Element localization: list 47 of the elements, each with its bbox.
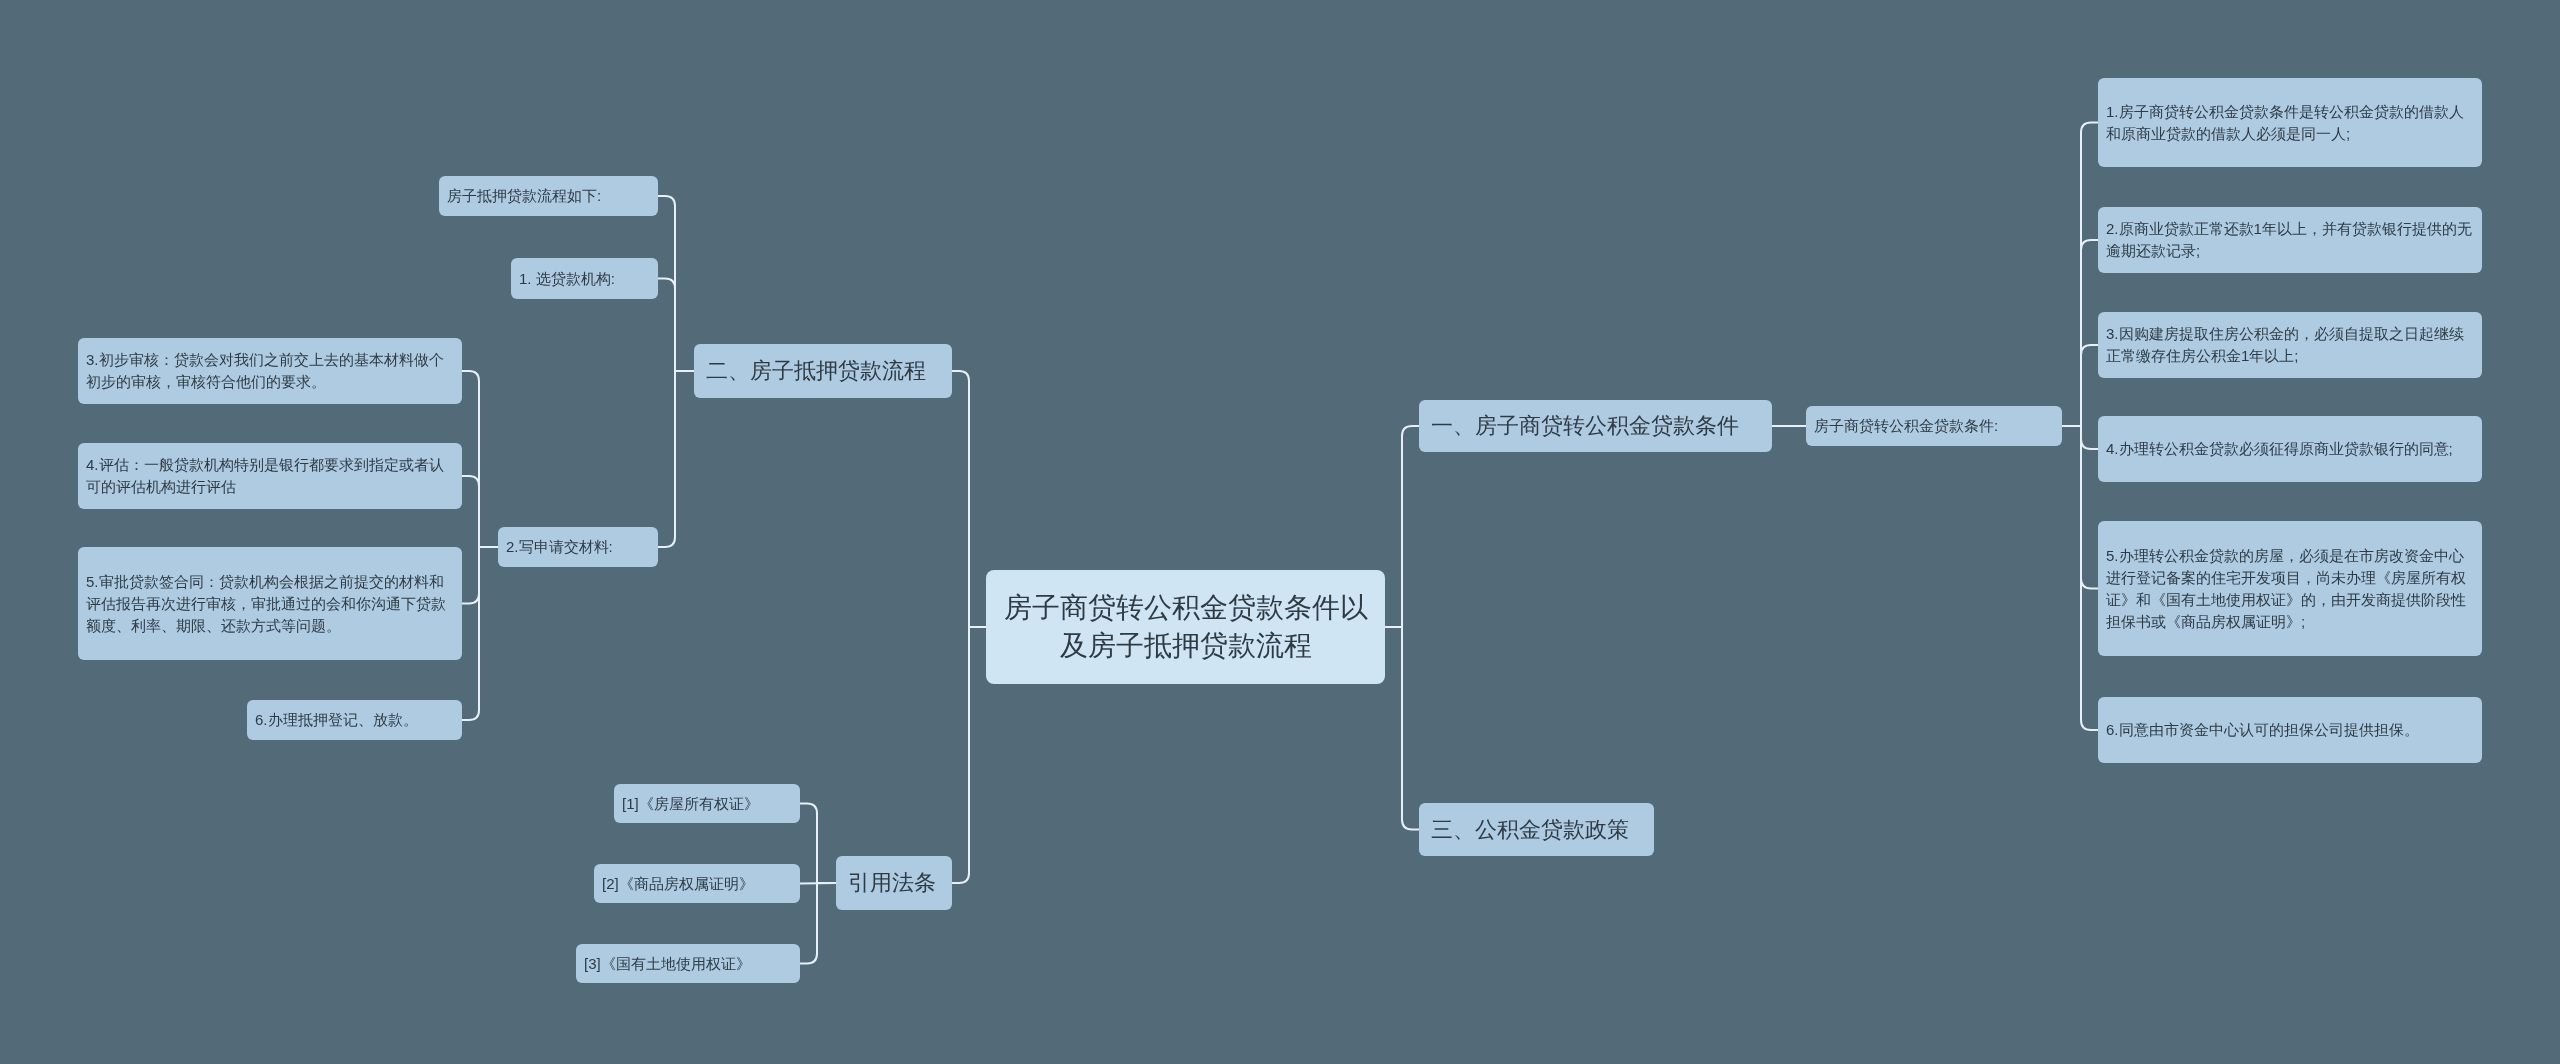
- topic-text: 3.初步审核：贷款会对我们之前交上去的基本材料做个初步的审核，审核符合他们的要求。: [86, 350, 445, 392]
- topic-text: 4.办理转公积金贷款必须征得原商业贷款银行的同意;: [2106, 439, 2454, 459]
- subtopic-box: [2098, 521, 2482, 656]
- topic-text: 5.审批贷款签合同：贷款机构会根据之前提交的材料和评估报告再次进行审核，审批通过的会和你沟通下贷款额度、利率、期限、还款方式等问题。: [86, 571, 447, 636]
- topic-text: 三、公积金贷款政策: [1431, 815, 1630, 844]
- topic-text: 房子商贷转公积金贷款条件以及房子抵押贷款流程: [1002, 591, 1369, 663]
- branch-topic-box: [1419, 400, 1772, 452]
- subtopic-box: [594, 864, 800, 903]
- subtopic-box: [78, 547, 462, 660]
- topic-text: 1.房子商贷转公积金贷款条件是转公积金贷款的借款人和原商业贷款的借款人必须是同一人;: [2106, 101, 2465, 144]
- topic-text: 1. 选贷款机构:: [519, 268, 616, 289]
- topic-text: 房子抵押贷款流程如下:: [447, 186, 603, 206]
- topic-text: 5.办理转公积金贷款的房屋，必须是在市房改资金中心进行登记备案的住宅开发项目，尚未办理《房屋所有权证》和《国有土地使用权证》的，由开发商提供阶段性担保书或《商品房权属证明》;: [2106, 545, 2467, 632]
- topic-text: 引用法条: [848, 869, 937, 897]
- topic-text: [2]《商品房权属证明》: [602, 873, 755, 894]
- topic-text: 6.办理抵押登记、放款。: [255, 710, 419, 730]
- subtopic-box: [2098, 416, 2482, 482]
- topic-text: 二、房子抵押贷款流程: [706, 357, 927, 385]
- subtopic-box: [511, 258, 658, 299]
- topic-text: 3.因购建房提取住房公积金的，必须自提取之日起继续正常缴存住房公积金1年以上;: [2106, 324, 2465, 366]
- topic-text: [3]《国有土地使用权证》: [584, 953, 752, 974]
- topic-text: 4.评估：一般贷款机构特别是银行都要求到指定或者认可的评估机构进行评估: [86, 455, 445, 497]
- subtopic-box: [247, 700, 462, 740]
- branch-topic-box: [1419, 803, 1654, 856]
- topic-text: 2.写申请交材料:: [506, 537, 614, 557]
- subtopic-box: [78, 443, 462, 509]
- subtopic-box: [78, 338, 462, 404]
- topic-text: 2.原商业贷款正常还款1年以上，并有贷款银行提供的无逾期还款记录;: [2106, 219, 2473, 261]
- root-topic-box: [986, 570, 1385, 684]
- subtopic-box: [614, 784, 800, 823]
- subtopic-box: [1806, 406, 2062, 446]
- topic-text: 一、房子商贷转公积金贷款条件: [1431, 412, 1740, 440]
- subtopic-box: [2098, 207, 2482, 273]
- subtopic-box: [439, 176, 658, 216]
- subtopic-box: [576, 944, 800, 983]
- branch-topic-box: [694, 344, 952, 398]
- topic-text: 房子商贷转公积金贷款条件:: [1814, 416, 2000, 436]
- topic-text: [1]《房屋所有权证》: [622, 793, 760, 814]
- subtopic-box: [2098, 78, 2482, 167]
- subtopic-box: [498, 527, 658, 567]
- subtopic-box: [2098, 697, 2482, 763]
- branch-topic-box: [836, 856, 952, 910]
- topic-text: 6.同意由市资金中心认可的担保公司提供担保。: [2106, 720, 2420, 740]
- connector-line: [2061, 425, 2099, 731]
- connector-line: [951, 626, 987, 884]
- connector-line: [1771, 425, 1807, 427]
- subtopic-box: [2098, 312, 2482, 378]
